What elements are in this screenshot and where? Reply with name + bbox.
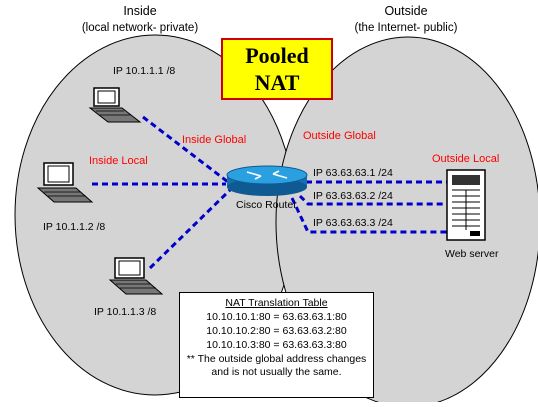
nat-box-line-1: Pooled xyxy=(245,43,309,68)
outside-local-label: Outside Local xyxy=(432,153,499,165)
laptop-icon xyxy=(88,87,142,123)
host-2-ip: IP 10.1.1.2 /8 xyxy=(43,221,105,233)
inside-links xyxy=(92,115,232,270)
link-public-2 xyxy=(298,194,447,206)
inside-subtitle: (local network- private) xyxy=(82,22,198,34)
web-server-icon xyxy=(446,169,486,241)
public-ip-2: IP 63.63.63.2 /24 xyxy=(313,190,393,202)
router-label: Cisco Router xyxy=(236,199,297,211)
link-host-1 xyxy=(142,115,229,184)
web-server-label: Web server xyxy=(445,248,499,260)
router-icon xyxy=(226,165,308,196)
outside-title: Outside xyxy=(384,4,427,18)
host-1-ip: IP 10.1.1.1 /8 xyxy=(113,65,175,77)
outside-subtitle: (the Internet- public) xyxy=(355,22,458,34)
laptop-icon xyxy=(36,162,94,203)
public-ip-3: IP 63.63.63.3 /24 xyxy=(313,217,393,229)
inside-global-label: Inside Global xyxy=(182,134,246,146)
table-title: NAT Translation Table xyxy=(225,297,328,309)
table-note: ** The outside global address changes an… xyxy=(186,353,367,378)
nat-translation-table: NAT Translation Table 10.10.10.1:80 = 63… xyxy=(179,292,374,398)
link-public-3 xyxy=(290,197,447,234)
table-row: 10.10.10.3:80 = 63.63.63.3:80 xyxy=(206,339,347,351)
table-row: 10.10.10.2:80 = 63.63.63.2:80 xyxy=(206,325,347,337)
nat-box-line-2: NAT xyxy=(254,70,300,95)
host-3-ip: IP 10.1.1.3 /8 xyxy=(94,306,156,318)
pooled-nat-box: Pooled NAT xyxy=(221,38,333,100)
inside-local-label: Inside Local xyxy=(89,155,148,167)
link-host-3 xyxy=(148,188,232,270)
public-ip-1: IP 63.63.63.1 /24 xyxy=(313,167,393,179)
outside-links xyxy=(290,180,447,234)
laptop-icon xyxy=(108,257,164,295)
outside-global-label: Outside Global xyxy=(303,130,376,142)
inside-title: Inside xyxy=(123,4,156,18)
table-row: 10.10.10.1:80 = 63.63.63.1:80 xyxy=(206,311,347,323)
